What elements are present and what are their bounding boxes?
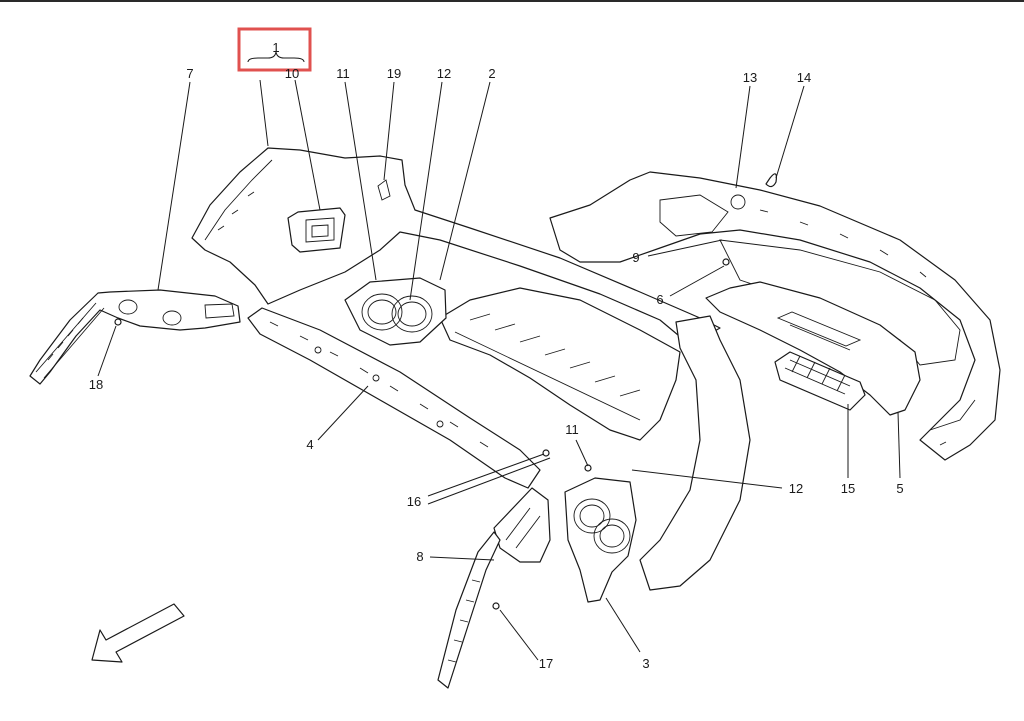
part-side-return-panel (639, 315, 751, 591)
fasteners (114, 173, 777, 610)
fastener-18 (114, 318, 122, 326)
part-2-inner-carrier (439, 287, 681, 441)
callout-1: 1 (272, 40, 279, 55)
callout-labels: 1 10 7 11 19 12 2 13 14 9 6 18 4 11 16 1… (89, 40, 904, 671)
callout-6: 6 (656, 292, 663, 307)
callout-11-lower: 11 (565, 422, 579, 437)
fastener-17 (492, 602, 500, 610)
part-13-upper-cover (549, 171, 1001, 461)
callout-9: 9 (632, 250, 639, 265)
part-4-reinforcement-beam (247, 307, 541, 489)
part-15-grille-insert (774, 351, 866, 411)
callout-3: 3 (642, 656, 649, 671)
callout-18: 18 (89, 377, 103, 392)
part-8-lower-bracket (437, 487, 551, 689)
part-3-exhaust-surround-lower (564, 477, 637, 603)
callout-15: 15 (841, 481, 855, 496)
part-14-clip (765, 173, 777, 188)
leader-lines (97, 51, 901, 661)
fastener-16 (542, 449, 550, 457)
part-5-lower-panel (705, 281, 921, 416)
callout-13: 13 (743, 70, 757, 85)
callout-2: 2 (488, 66, 495, 81)
part-12-exhaust-surround-upper (344, 277, 447, 346)
callout-5: 5 (896, 481, 903, 496)
callout-8: 8 (416, 549, 423, 564)
callout-4: 4 (306, 437, 313, 452)
callout-12-lower: 12 (789, 481, 803, 496)
callout-12-upper: 12 (437, 66, 451, 81)
callout-11-upper: 11 (336, 66, 350, 81)
callout-19: 19 (387, 66, 401, 81)
callout-10: 10 (285, 66, 299, 81)
part-7-side-bracket (29, 289, 241, 385)
fastener-6 (722, 258, 730, 266)
direction-arrow (91, 603, 185, 663)
callout-14: 14 (797, 70, 811, 85)
top-border-line (0, 0, 1024, 2)
callout-16: 16 (407, 494, 421, 509)
part-1-bumper-fascia (191, 147, 721, 346)
highlight-box (237, 27, 312, 72)
callout-17: 17 (539, 656, 553, 671)
callout-7: 7 (186, 66, 193, 81)
